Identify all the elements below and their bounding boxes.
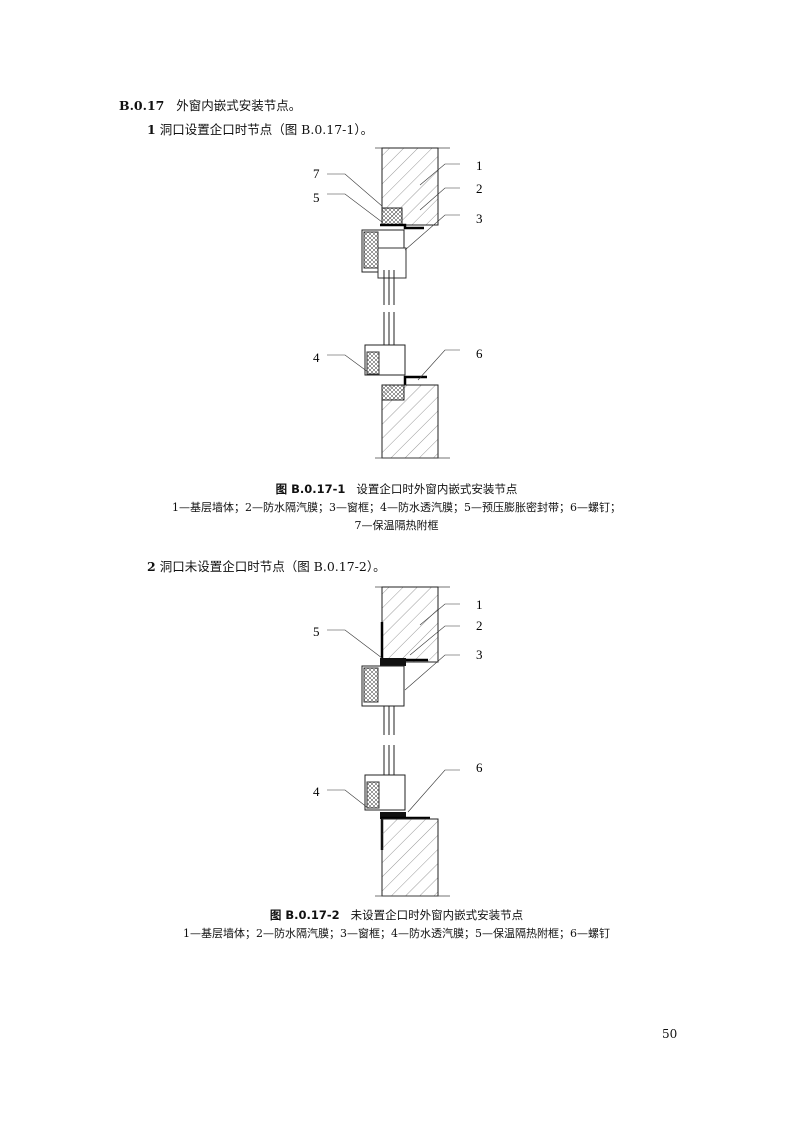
callout-4: 4 xyxy=(313,784,320,799)
item-number: 2 xyxy=(147,559,156,574)
figure-2-drawing: 5 4 1 2 3 6 xyxy=(313,586,483,897)
callout-6: 6 xyxy=(476,346,483,361)
figure-1-legend-2: 7—保温隔热附框 xyxy=(354,519,439,532)
figure-2-caption: 图 B.0.17-2 未设置企口时外窗内嵌式安装节点 xyxy=(0,907,793,923)
item-1: 1 洞口设置企口时节点（图 B.0.17-1）。 xyxy=(147,119,373,138)
item-number: 1 xyxy=(147,122,156,137)
figure-1-legend: 1—基层墙体；2—防水隔汽膜；3—窗框；4—防水透汽膜；5—预压膨胀密封带；6—… xyxy=(172,501,621,514)
callout-7: 7 xyxy=(313,166,320,181)
callout-2: 2 xyxy=(476,181,483,196)
item-text: 洞口设置企口时节点（图 B.0.17-1）。 xyxy=(159,122,374,137)
figure-title: 未设置企口时外窗内嵌式安装节点 xyxy=(350,908,524,922)
callout-3: 3 xyxy=(476,211,483,226)
section-title: 外窗内嵌式安装节点。 xyxy=(176,98,302,113)
section-number: B.0.17 xyxy=(119,98,165,113)
callout-2: 2 xyxy=(476,618,483,633)
figure-id: 图 B.0.17-1 xyxy=(275,482,346,496)
figure-2-legend: 1—基层墙体；2—防水隔汽膜；3—窗框；4—防水透汽膜；5—保温隔热附框；6—螺… xyxy=(183,927,610,940)
callout-4: 4 xyxy=(313,350,320,365)
callout-5: 5 xyxy=(313,624,320,639)
item-text: 洞口未设置企口时节点（图 B.0.17-2）。 xyxy=(159,559,386,574)
item-2: 2 洞口未设置企口时节点（图 B.0.17-2）。 xyxy=(147,556,386,575)
callout-5: 5 xyxy=(313,190,320,205)
callout-3: 3 xyxy=(476,647,483,662)
callout-6: 6 xyxy=(476,760,483,775)
section-heading: B.0.17 外窗内嵌式安装节点。 xyxy=(119,95,301,114)
figure-1-drawing: 7 5 4 1 2 3 6 xyxy=(313,147,483,459)
figure-1-caption: 图 B.0.17-1 设置企口时外窗内嵌式安装节点 xyxy=(0,481,793,497)
callout-1: 1 xyxy=(476,158,483,173)
figure-id: 图 B.0.17-2 xyxy=(269,908,340,922)
figure-title: 设置企口时外窗内嵌式安装节点 xyxy=(356,482,518,496)
page-number: 50 xyxy=(662,1027,678,1041)
callout-1: 1 xyxy=(476,597,483,612)
